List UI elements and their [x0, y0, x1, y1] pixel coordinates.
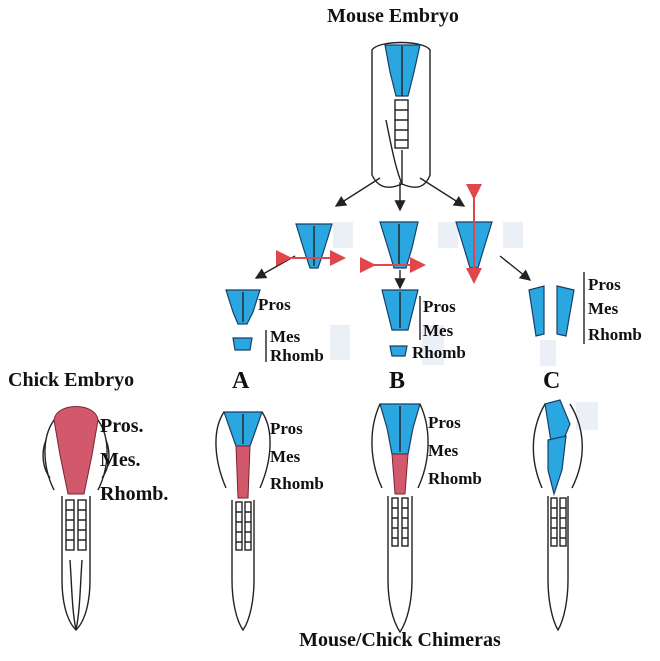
label-c-pros: Pros [588, 275, 621, 294]
chimera-b: Pros Mes Rhomb [372, 404, 482, 632]
chick-embryo: Pros. Mes. Rhomb. [43, 407, 168, 631]
chimera-a-label-pros: Pros [270, 419, 303, 438]
mouse-embryo [372, 43, 430, 188]
chimera-a-label-mes: Mes [270, 447, 301, 466]
chimera-b-label-pros: Pros [428, 413, 461, 432]
chick-label-rhomb: Rhomb. [100, 483, 168, 505]
chick-embryo-title: Chick Embryo [8, 369, 134, 391]
mouse-embryo-title: Mouse Embryo [327, 5, 459, 27]
label-b-mes: Mes [423, 321, 454, 340]
chimera-b-label-rhomb: Rhomb [428, 469, 482, 488]
piece-c: Pros Mes Rhomb [529, 272, 642, 344]
label-a-pros: Pros [258, 295, 291, 314]
chick-label-pros: Pros. [100, 415, 144, 437]
chimera-c [533, 400, 582, 630]
piece-a: Pros Mes Rhomb [226, 290, 324, 365]
label-c-rhomb: Rhomb [588, 325, 642, 344]
letter-c: C [543, 368, 560, 394]
label-b-pros: Pros [423, 297, 456, 316]
label-a-rhomb: Rhomb [270, 346, 324, 365]
chimera-a-label-rhomb: Rhomb [270, 474, 324, 493]
letter-b: B [389, 368, 405, 394]
piece-middle [374, 222, 424, 268]
chick-label-mes: Mes. [100, 449, 141, 471]
chimera-b-label-mes: Mes [428, 441, 459, 460]
letter-a: A [232, 368, 250, 394]
chimeras-title: Mouse/Chick Chimeras [299, 629, 501, 651]
chimera-a: Pros Mes Rhomb [216, 412, 324, 630]
label-b-rhomb: Rhomb [412, 343, 466, 362]
piece-right [456, 198, 492, 282]
label-a-mes: Mes [270, 327, 301, 346]
label-c-mes: Mes [588, 299, 619, 318]
piece-b: Pros Mes Rhomb [382, 290, 466, 362]
